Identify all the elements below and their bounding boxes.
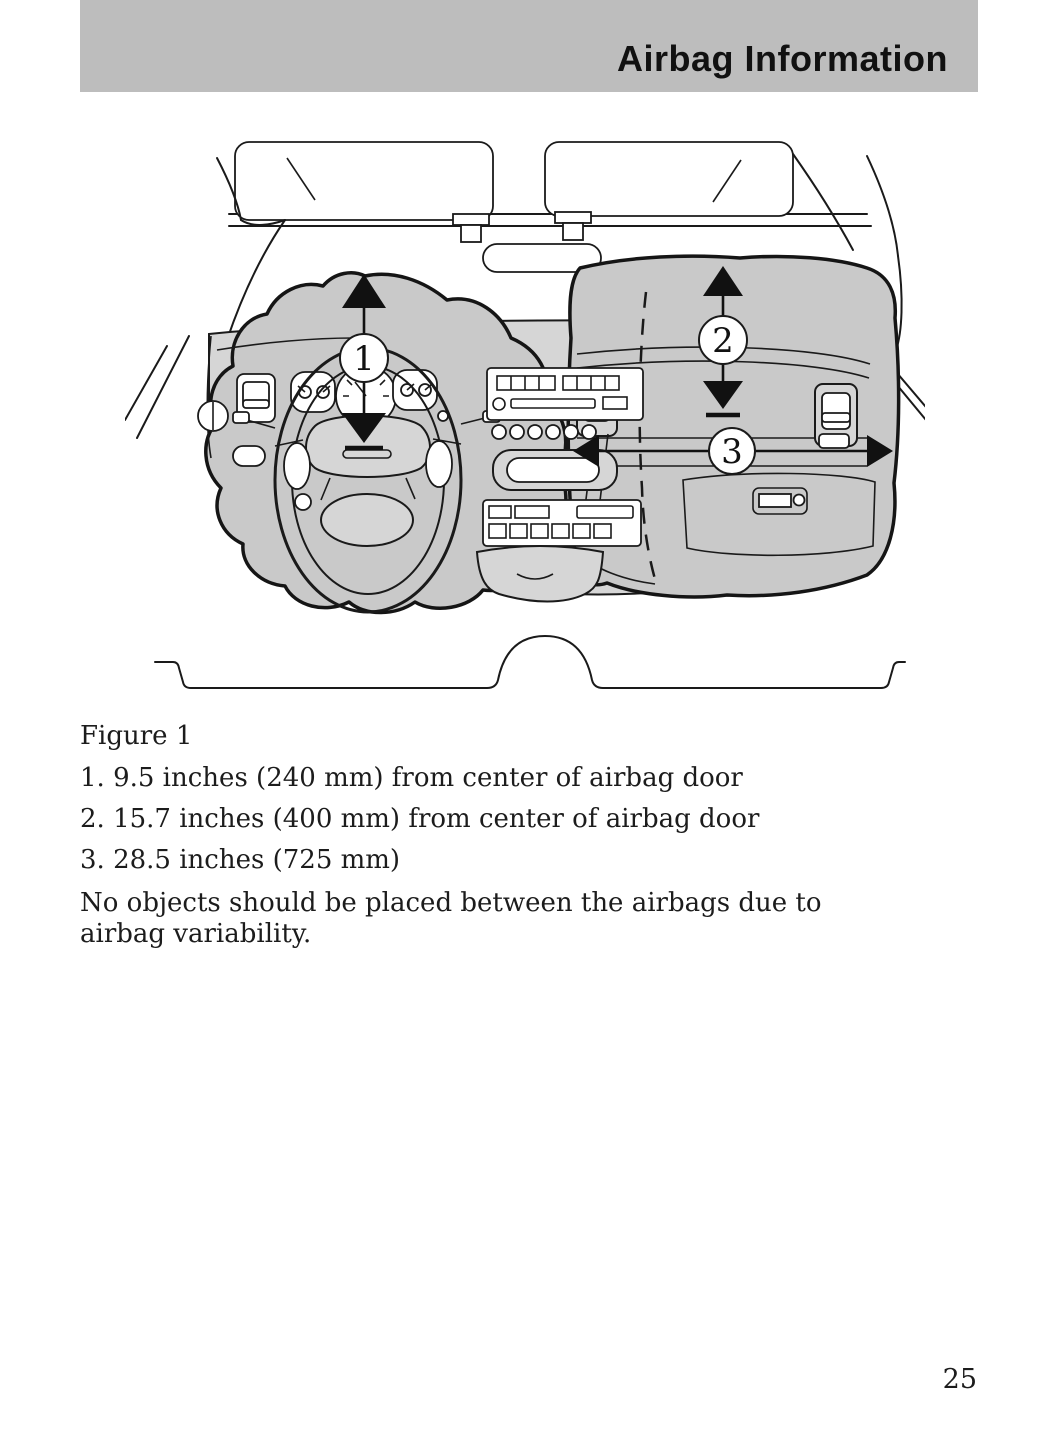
callout-2-badge (698, 315, 748, 365)
radio-head-unit (486, 367, 644, 421)
dashboard-airbag-diagram: 1 2 3 (124, 141, 932, 689)
callout-3-badge (708, 427, 756, 475)
arrow-up-icon (342, 274, 386, 308)
legend-item-3: 3. 28.5 inches (725 mm) (80, 845, 401, 875)
arrow-down-icon (342, 413, 386, 443)
climate-buttons (488, 523, 612, 539)
figure-caption: Figure 1 (80, 721, 193, 751)
callout-1: 1 (339, 274, 389, 451)
clock-display (506, 457, 600, 483)
wheel-lower-spoke (320, 493, 414, 547)
airbag-boundary-dashed-line (638, 291, 659, 587)
arrow-down-icon (703, 381, 743, 409)
sun-visor-left (234, 141, 494, 243)
seat-outline (154, 635, 906, 689)
dash-vent-far-right (814, 383, 858, 449)
dimmer-switch (232, 445, 266, 467)
figure-note: No objects should be placed between the … (80, 888, 822, 949)
a-pillar-left (124, 157, 286, 439)
callout-2: 2 (698, 266, 748, 418)
glove-box (682, 472, 876, 557)
legend-item-1: 1. 9.5 inches (240 mm) from center of ai… (80, 763, 743, 793)
section-header-bar: Airbag Information (80, 0, 978, 92)
arrow-up-icon (703, 266, 743, 296)
callout-3: 3 (573, 427, 893, 475)
figure-1-illustration: 1 2 3 (124, 128, 932, 703)
radio-buttons (491, 424, 597, 440)
callout-2-label: 2 (712, 321, 734, 361)
arrow-left-icon (573, 435, 599, 467)
legend-item-2: 2. 15.7 inches (400 mm) from center of a… (80, 804, 760, 834)
page-title: Airbag Information (617, 38, 948, 79)
callout-1-label: 1 (353, 339, 375, 379)
sun-visor-right (544, 141, 794, 241)
arrow-right-icon (867, 435, 893, 467)
callout-3-label: 3 (721, 432, 743, 472)
center-stack (475, 367, 644, 603)
dome-lamp (482, 243, 602, 273)
console-tray (475, 545, 605, 603)
instrument-cluster (290, 365, 449, 427)
turn-signal-stalk (232, 411, 250, 424)
callout-1-badge (339, 333, 389, 383)
climate-unit (482, 499, 642, 547)
page-number: 25 (942, 1364, 977, 1395)
